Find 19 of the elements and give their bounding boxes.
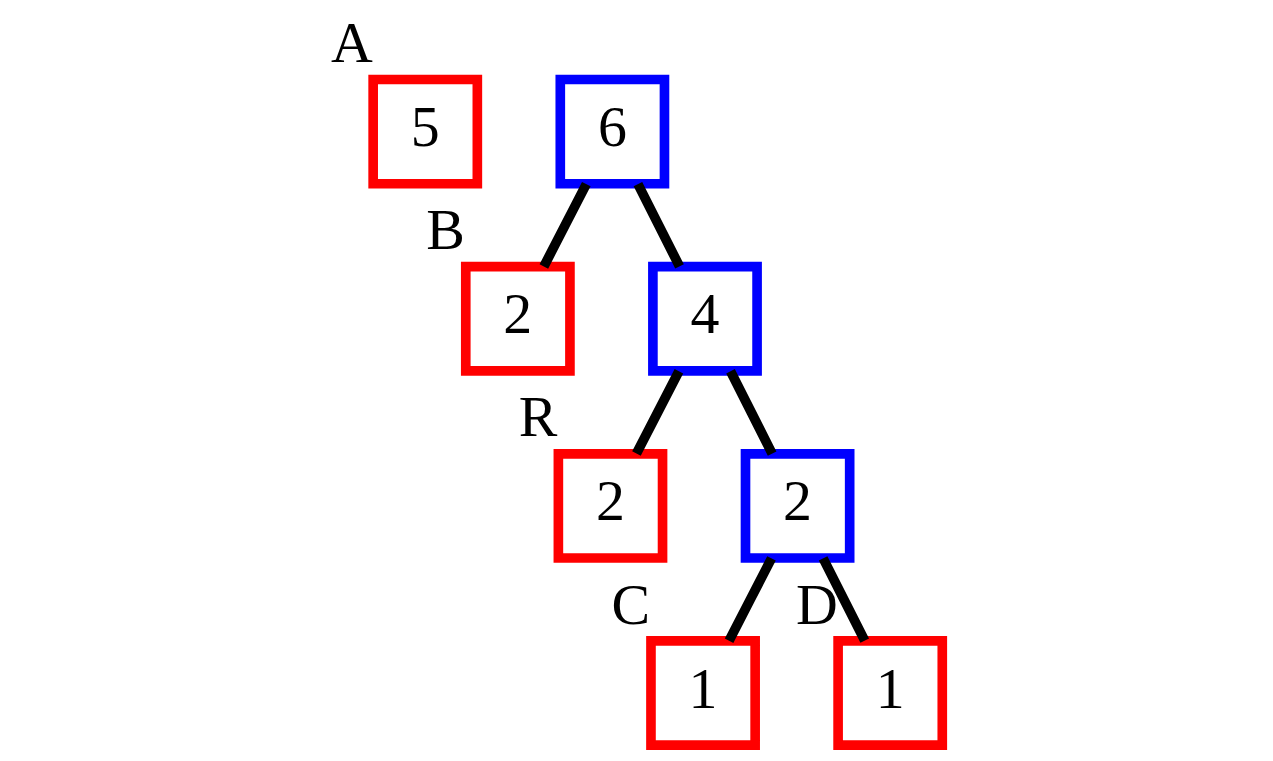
connector [632,369,684,456]
connector [726,369,777,456]
node-box: 2 [553,449,668,563]
connector [539,181,591,269]
node-box: 4 [648,261,762,376]
node-box: 1 [833,636,948,750]
node-label: R [518,384,558,450]
node-label: B [426,197,465,263]
node-box: 2 [460,261,575,376]
connector [724,556,776,643]
node-label: C [611,571,651,637]
node-label: D [795,571,838,637]
node-box: 2 [740,449,855,563]
node-box: 5 [368,74,483,189]
node-box: 6 [555,74,670,189]
connector [818,556,870,643]
node-box: 1 [646,636,760,750]
node-label: A [331,10,373,76]
connector [633,181,684,269]
